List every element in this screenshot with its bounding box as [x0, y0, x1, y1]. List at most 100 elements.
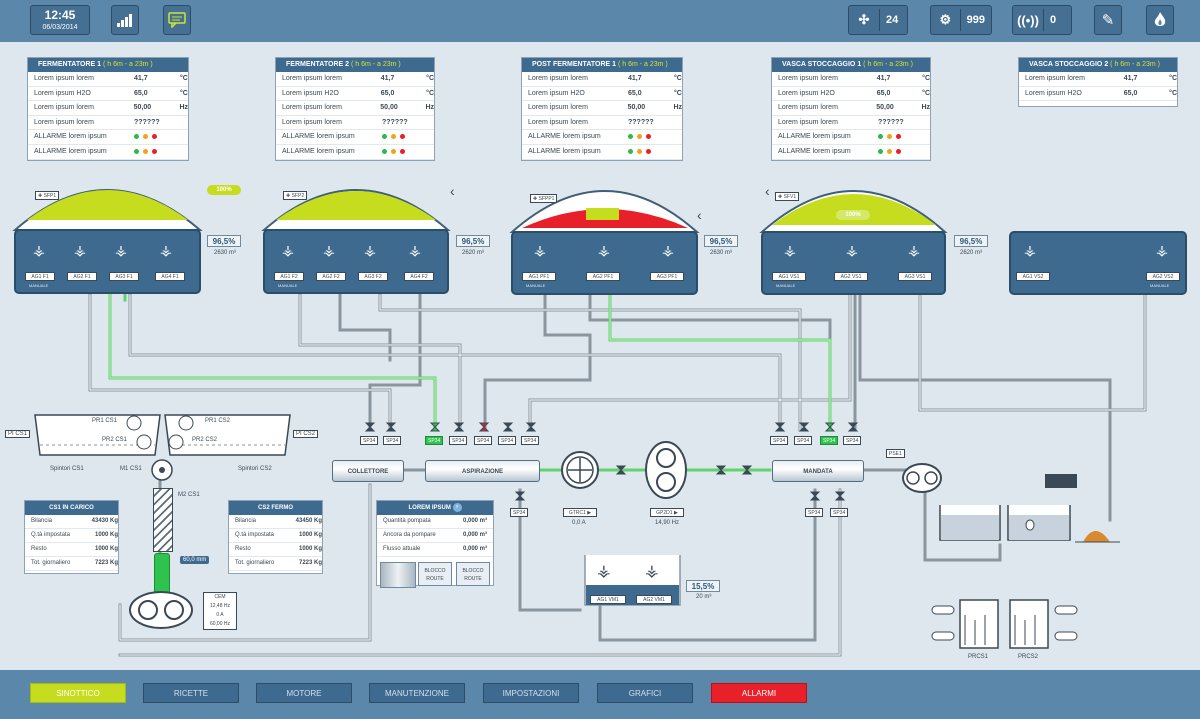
- alarm-row[interactable]: ALLARME lorem ipsum: [276, 130, 434, 145]
- agitator-label[interactable]: AG2 F1: [67, 272, 97, 281]
- agitator-label[interactable]: AG1 VM1: [590, 595, 626, 604]
- agitator-icon[interactable]: ⚶: [74, 242, 86, 258]
- valve-tag[interactable]: SP34: [498, 436, 517, 445]
- gears-counter[interactable]: ⚙ 999: [930, 5, 992, 35]
- agitator-label[interactable]: AG1 PF1: [522, 272, 556, 281]
- valve-tag[interactable]: SP34: [843, 436, 862, 445]
- valve-tag[interactable]: SP34: [474, 436, 493, 445]
- alarm-row[interactable]: ALLARME lorem ipsum: [772, 130, 930, 145]
- agitator-icon[interactable]: ⚶: [784, 242, 796, 258]
- agitator-label[interactable]: AG2 VS1: [834, 272, 868, 281]
- signal-button[interactable]: [111, 5, 139, 35]
- agitator-icon[interactable]: ⚶: [597, 563, 611, 580]
- nav-sinottico[interactable]: SINOTTICO: [30, 683, 126, 703]
- valve-tag[interactable]: SP34: [794, 436, 813, 445]
- route-lock-button[interactable]: BLOCCO ROUTE: [418, 562, 452, 586]
- nav-allarmi[interactable]: ALLARMI: [711, 683, 807, 703]
- agitator-label[interactable]: AG3 VS1: [898, 272, 932, 281]
- agitator-icon[interactable]: ⚶: [160, 242, 172, 258]
- agitator-label[interactable]: AG1 F2: [274, 272, 304, 281]
- agitator-icon[interactable]: ⚶: [534, 242, 546, 258]
- agitator-label[interactable]: AG2 PF1: [586, 272, 620, 281]
- agitator-label[interactable]: AG2 VM1: [636, 595, 672, 604]
- network-counter[interactable]: ✣ 24: [848, 5, 908, 35]
- hopper-right-tag[interactable]: PI CS2: [293, 430, 319, 438]
- tank-tag[interactable]: ✚ SFPP1: [530, 194, 558, 203]
- info-icon[interactable]: ›: [452, 502, 462, 512]
- agitator-label[interactable]: AG1 VS1: [772, 272, 806, 281]
- tank-post-fermentatore-1[interactable]: [509, 190, 700, 295]
- alarm-row[interactable]: ALLARME lorem ipsum: [276, 145, 434, 160]
- tank-tag[interactable]: ✚ SFP1: [35, 191, 60, 200]
- agitator-icon[interactable]: ⚶: [282, 242, 294, 258]
- conveyor-label: M2 CS1: [178, 492, 200, 498]
- main-pump-tag[interactable]: GP2D1 ▶: [650, 508, 684, 517]
- valve-tag[interactable]: SP34: [510, 508, 529, 517]
- network-icon: ✣: [858, 12, 870, 27]
- agitator-label[interactable]: AG2 VS2: [1146, 272, 1180, 281]
- nav-ricette[interactable]: RICETTE: [143, 683, 239, 703]
- right-pump-tag[interactable]: PSE1: [886, 449, 905, 458]
- agitator-label[interactable]: AG3 F2: [358, 272, 388, 281]
- agitator-icon[interactable]: ⚶: [908, 242, 920, 258]
- alarm-row[interactable]: ALLARME lorem ipsum: [522, 145, 682, 160]
- nav-motore[interactable]: MOTORE: [256, 683, 352, 703]
- valve-tag[interactable]: SP34: [425, 436, 444, 445]
- delivery-manifold[interactable]: MANDATA: [772, 460, 864, 482]
- agitator-icon[interactable]: ⚶: [364, 242, 376, 258]
- hopper-left-tag[interactable]: PI CS1: [5, 430, 31, 438]
- agitator-label[interactable]: AG4 F1: [155, 272, 185, 281]
- panel-row: Lorem ipsum lorem??????: [772, 116, 930, 131]
- valve-tag[interactable]: SP34: [383, 436, 402, 445]
- agitator-label[interactable]: AG3 PF1: [650, 272, 684, 281]
- tank-tag[interactable]: ✚ SFP2: [283, 191, 308, 200]
- agitator-label[interactable]: AG4 F2: [404, 272, 434, 281]
- flame-button[interactable]: [1146, 5, 1174, 35]
- valve-tag[interactable]: SP34: [770, 436, 789, 445]
- route-lock-button[interactable]: BLOCCO ROUTE: [456, 562, 490, 586]
- valve-tag[interactable]: SP34: [820, 436, 839, 445]
- valve-tag[interactable]: SP34: [449, 436, 468, 445]
- collector-manifold[interactable]: COLLETTORE: [332, 460, 404, 482]
- agitator-icon[interactable]: ⚶: [1024, 242, 1036, 258]
- feeder-pump[interactable]: [128, 588, 194, 632]
- agitator-icon[interactable]: ⚶: [846, 242, 858, 258]
- alarm-row[interactable]: ALLARME lorem ipsum: [28, 130, 188, 145]
- agitator-label[interactable]: AG2 F2: [316, 272, 346, 281]
- tank-vasca-stoccaggio-2[interactable]: [1009, 231, 1187, 295]
- agitator-icon[interactable]: ⚶: [598, 242, 610, 258]
- agitator-icon[interactable]: ⚶: [645, 563, 659, 580]
- valve-tag[interactable]: SP34: [805, 508, 824, 517]
- edit-button[interactable]: ✎: [1094, 5, 1122, 35]
- alarm-row[interactable]: ALLARME lorem ipsum: [28, 145, 188, 160]
- agitator-label[interactable]: AG1 F1: [25, 272, 55, 281]
- valve-tag[interactable]: SP34: [360, 436, 379, 445]
- agitator-icon[interactable]: ⚶: [409, 242, 421, 258]
- agitator-icon[interactable]: ⚶: [33, 242, 45, 258]
- agitator-label[interactable]: AG1 VS2: [1016, 272, 1050, 281]
- agitator-icon[interactable]: ⚶: [115, 242, 127, 258]
- agitator-icon[interactable]: ⚶: [323, 242, 335, 258]
- chat-icon: [168, 12, 186, 28]
- grinder-tag[interactable]: GTRC1 ▶: [563, 508, 597, 517]
- alarm-row[interactable]: ALLARME lorem ipsum: [522, 130, 682, 145]
- nav-impostazioni[interactable]: IMPOSTAZIONI: [483, 683, 579, 703]
- tank-fermentatore-1[interactable]: [12, 189, 203, 294]
- nav-manutenzione[interactable]: MANUTENZIONE: [369, 683, 465, 703]
- valve-tag[interactable]: SP34: [521, 436, 540, 445]
- suction-manifold[interactable]: ASPIRAZIONE: [425, 460, 540, 482]
- agitator-icon[interactable]: ⚶: [662, 242, 674, 258]
- cylinder-button[interactable]: [380, 562, 416, 588]
- agitator-icon[interactable]: ⚶: [1156, 242, 1168, 258]
- screw-conveyor[interactable]: [153, 488, 173, 552]
- alarm-row[interactable]: ALLARME lorem ipsum: [772, 145, 930, 160]
- chat-button[interactable]: [163, 5, 191, 35]
- tank-fermentatore-2[interactable]: [261, 189, 451, 294]
- agitator-label[interactable]: AG3 F1: [109, 272, 139, 281]
- alarm-counter[interactable]: ((•)) 0: [1012, 5, 1072, 35]
- nav-grafici[interactable]: GRAFICI: [597, 683, 693, 703]
- valve-tag[interactable]: SP34: [830, 508, 849, 517]
- tank-tag[interactable]: ✚ SFV1: [775, 192, 800, 201]
